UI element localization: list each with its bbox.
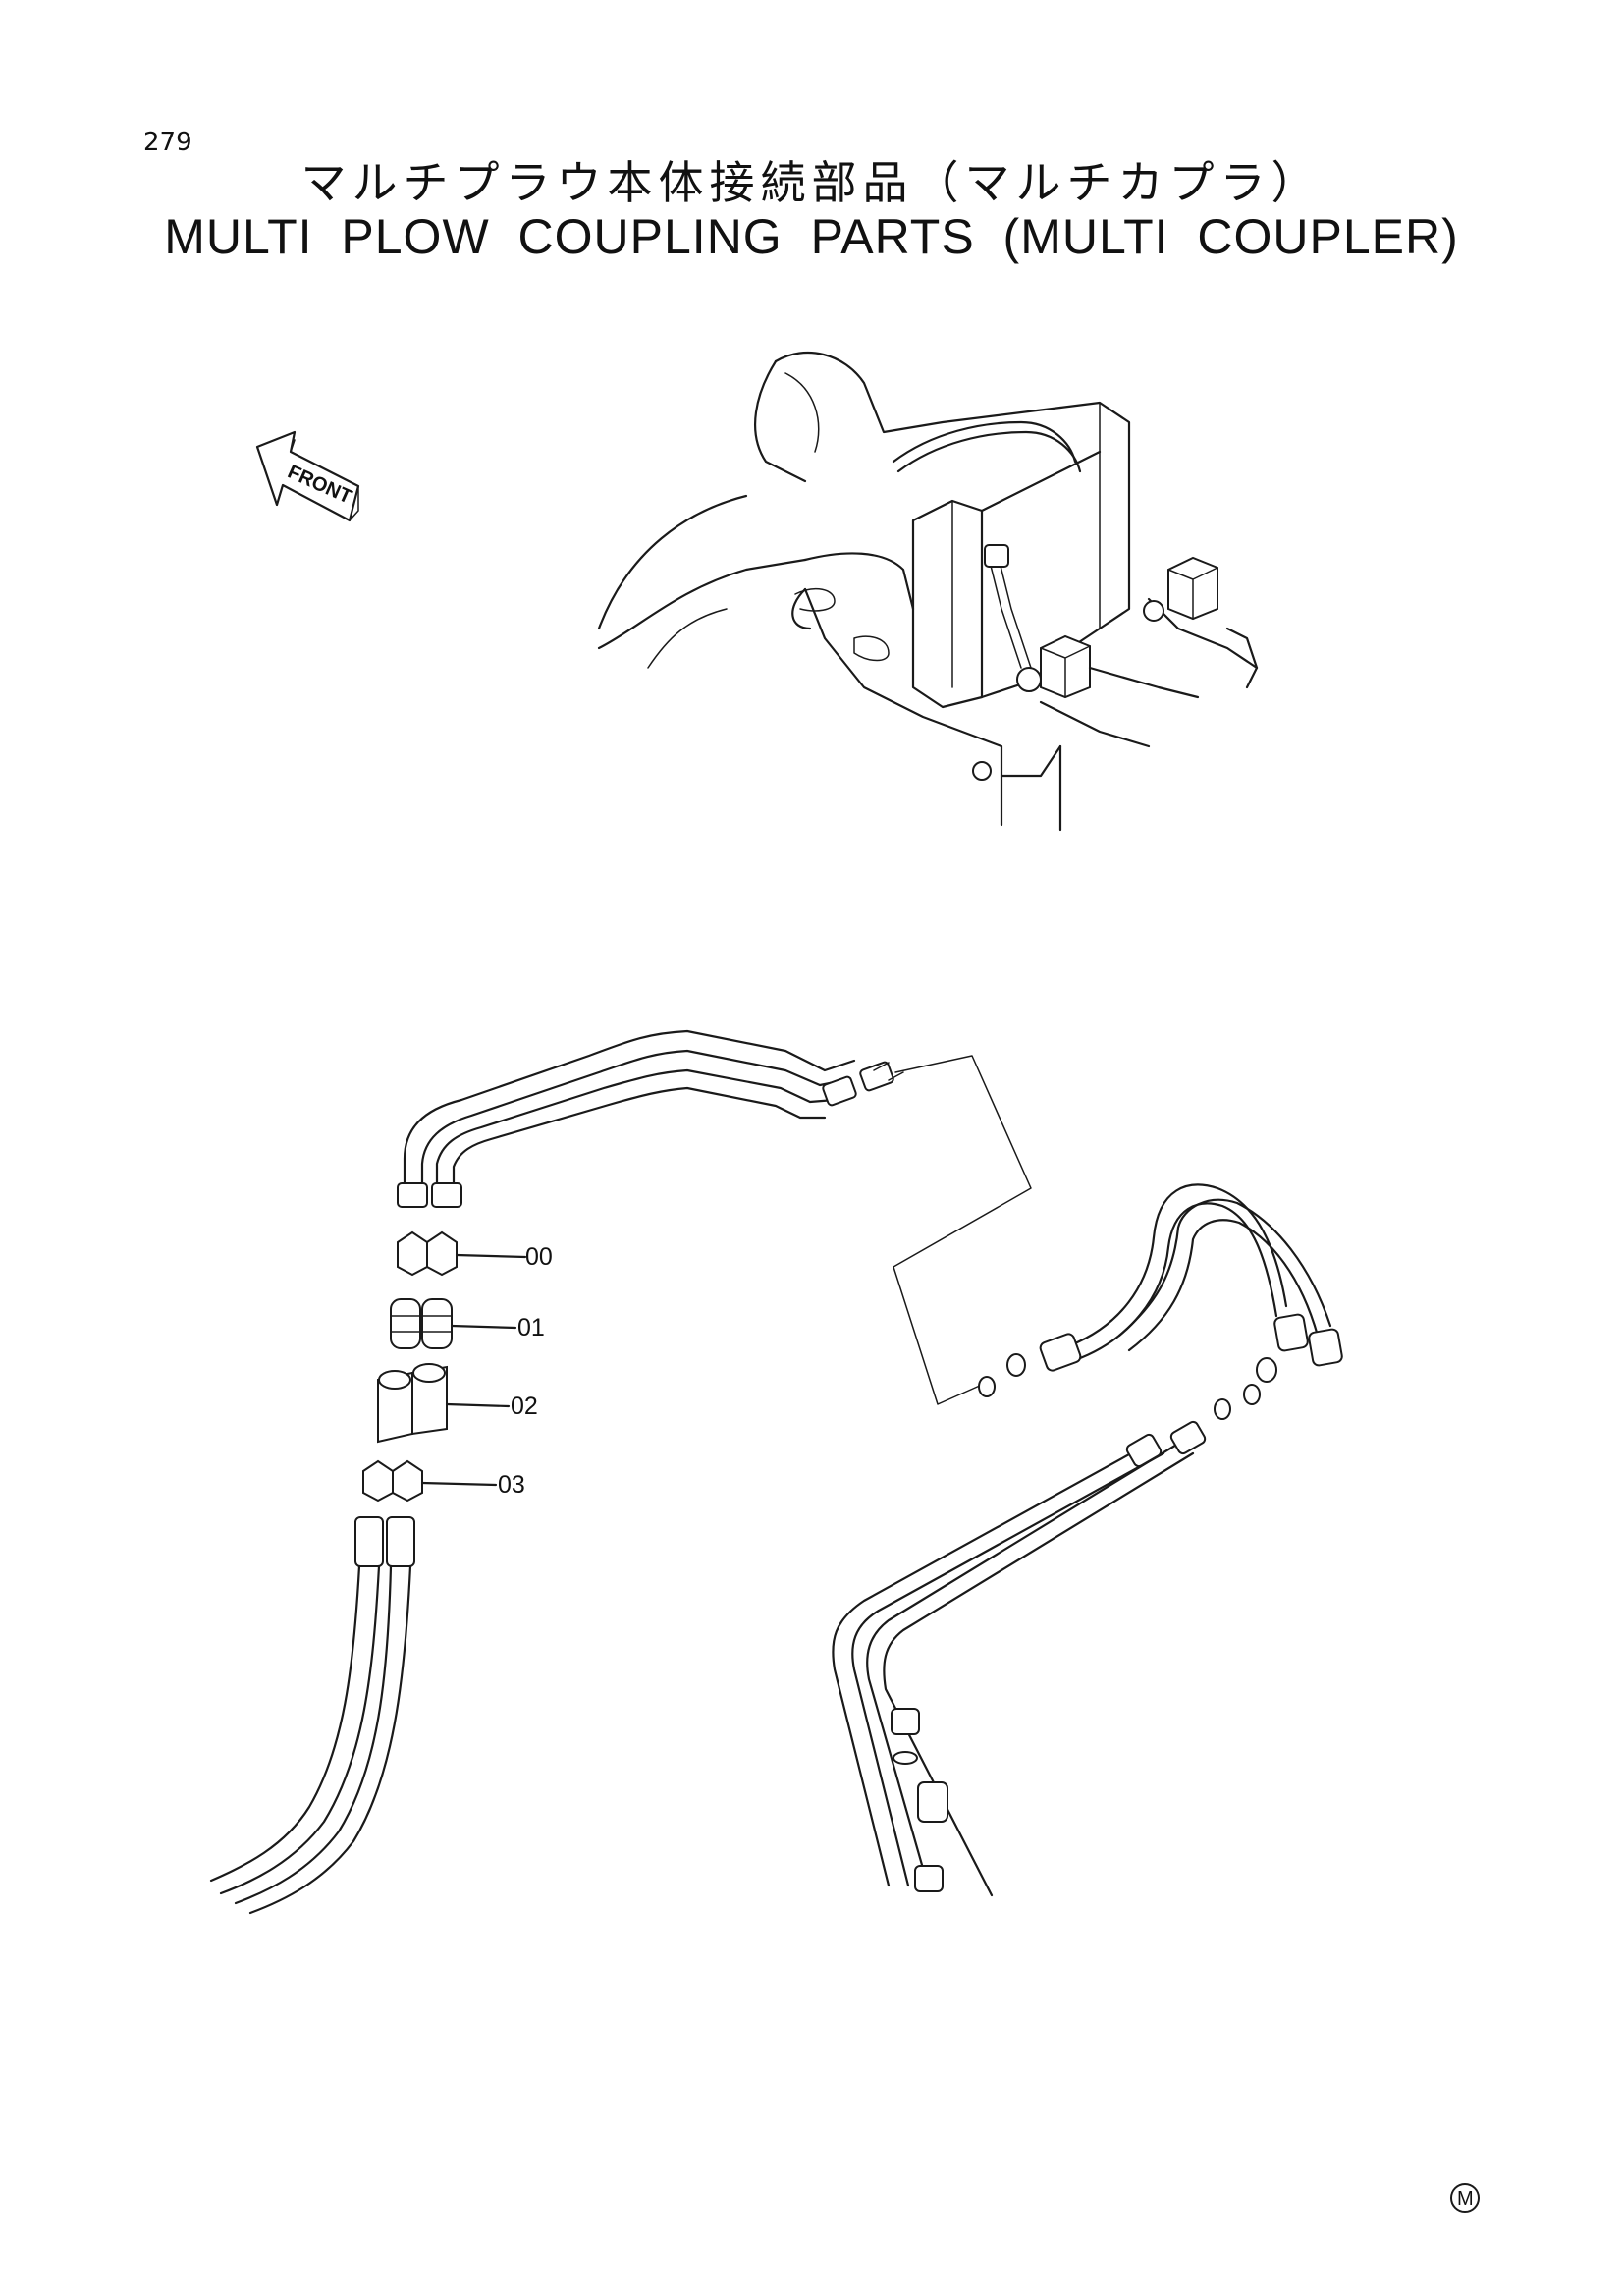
fitting-03 (362, 1459, 498, 1503)
fitting-01 (390, 1298, 517, 1349)
front-arrow-label: FRONT (285, 461, 355, 508)
fitting-00 (397, 1230, 527, 1277)
hose-assembly-right (978, 1183, 1343, 1420)
page-title-english: MULTI PLOW COUPLING PARTS (MULTI COUPLER… (164, 209, 1459, 264)
callout-01: 01 (517, 1314, 545, 1341)
front-arrow-icon: FRONT (255, 430, 360, 522)
pipe-assembly-right (832, 1420, 1207, 1897)
callout-03: 03 (498, 1471, 525, 1499)
corner-mark-label: M (1457, 2188, 1474, 2210)
machine-frame-assembly (597, 351, 1259, 832)
page-number: 279 (143, 128, 192, 157)
hose-assembly-left (209, 1516, 415, 1915)
connection-leader (893, 1055, 1032, 1405)
callout-00: 00 (525, 1243, 553, 1271)
fitting-02 (377, 1363, 511, 1444)
pipe-set (397, 1029, 904, 1208)
page-title-japanese: マルチプラウ本体接続部品（マルチカプラ） (300, 156, 1323, 209)
corner-mark-icon: M (1450, 2183, 1480, 2213)
callout-02: 02 (511, 1393, 538, 1420)
